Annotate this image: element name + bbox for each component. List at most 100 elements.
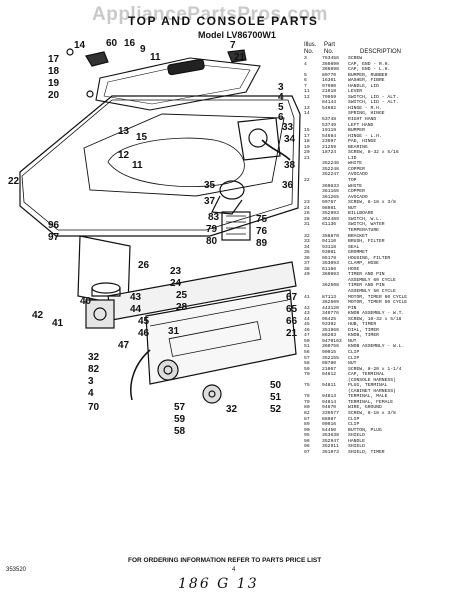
illus-number: 82 (304, 411, 310, 416)
part-number: 352993 (322, 211, 339, 217)
callout: 7 (230, 40, 236, 51)
part-description: PLUG, TERMINAL (348, 383, 388, 389)
callout: 45 (138, 316, 150, 327)
part-description: PAD, HINGE (348, 139, 377, 145)
page-number: 4 (232, 567, 236, 573)
callout: 44 (130, 304, 142, 315)
callout: 22 (8, 176, 20, 187)
diagram-title: TOP AND CONSOLE PARTS (128, 14, 319, 28)
callout: 33 (282, 122, 294, 133)
part-description: MOTOR, TIMER 50 CYCLE (348, 300, 408, 306)
illus-number: 37 (304, 261, 310, 267)
parts-list-row: (CONSOLE HARNESS) (304, 378, 468, 384)
callout: 23 (170, 266, 182, 277)
illus-number: 51 (304, 344, 310, 350)
parts-list-header: Illus.Part No.No.DESCRIPTION (304, 42, 468, 56)
callout: 47 (118, 340, 130, 351)
part-number: 358870 (322, 233, 339, 239)
part-description: TIMER AND PIN (348, 272, 385, 278)
illus-number: 14 (304, 111, 310, 117)
part-description: CAP, END - L.H. (348, 67, 391, 73)
part-number: 360833 (322, 183, 339, 189)
callout: 36 (282, 180, 294, 191)
part-description: BUMPER (348, 128, 365, 134)
part-description: SPRING, HINGE (348, 111, 385, 117)
part-description: KNOB ASSEMBLY - W.T. (348, 311, 405, 317)
illus-number: 21 (304, 155, 310, 161)
callout: 96 (48, 220, 60, 231)
callout: 79 (206, 224, 218, 235)
callout: 59 (174, 414, 186, 425)
part-number: 95178 (322, 255, 337, 261)
illus-number: 36 (304, 255, 310, 261)
illus-number: 34 (304, 244, 310, 250)
parts-list-row: 40 360893 TIMER AND PIN (304, 272, 468, 278)
illus-number: 26 (304, 211, 310, 217)
timer (85, 299, 115, 329)
illus-number: 31 (304, 222, 310, 228)
part-number: 61136 (322, 222, 337, 228)
illus-number: 40 (304, 272, 310, 278)
illus-number: 80 (304, 405, 310, 411)
illus-number: 70 (304, 372, 310, 378)
part-number: 54682 (322, 105, 337, 111)
part-description: SHIELD, TIMER (348, 449, 385, 455)
illus-number: 45 (304, 322, 310, 328)
part-number: 360756 (322, 344, 339, 350)
part-description: PIN (348, 305, 357, 311)
callout: 28 (176, 302, 188, 313)
callout: 31 (168, 326, 180, 337)
callout: 20 (48, 90, 60, 101)
part-description: BUTTON, PLUG (348, 427, 382, 433)
callout: 76 (256, 226, 268, 237)
callout: 52 (270, 404, 282, 415)
part-number: 90916 (322, 422, 337, 428)
callout: 25 (176, 290, 188, 301)
part-description: SHIELD (348, 444, 365, 450)
hose-clamp (219, 180, 245, 200)
part-number: 19119 (322, 128, 337, 134)
callout: 82 (88, 364, 100, 375)
part-number: 21067 (322, 366, 337, 372)
illus-number: 20 (304, 150, 310, 156)
part-description: SCREW (348, 56, 363, 61)
illus-number: 6 (304, 78, 307, 84)
callout: 38 (284, 160, 296, 171)
hinge-right (227, 49, 247, 63)
callout: 83 (208, 212, 220, 223)
illus-number: 46 (304, 327, 310, 333)
illus-number: 96 (304, 438, 310, 444)
callout: 50 (270, 380, 282, 391)
hinge-left (85, 51, 109, 67)
part-description: CLIP (348, 422, 360, 428)
part-description: SWITCH, LID - ALT. (348, 100, 399, 106)
part-number: 360893 (322, 272, 339, 278)
part-number: 361265 (322, 194, 339, 200)
illus-number: 3 (304, 56, 307, 61)
part-number: 53749 (322, 122, 337, 128)
